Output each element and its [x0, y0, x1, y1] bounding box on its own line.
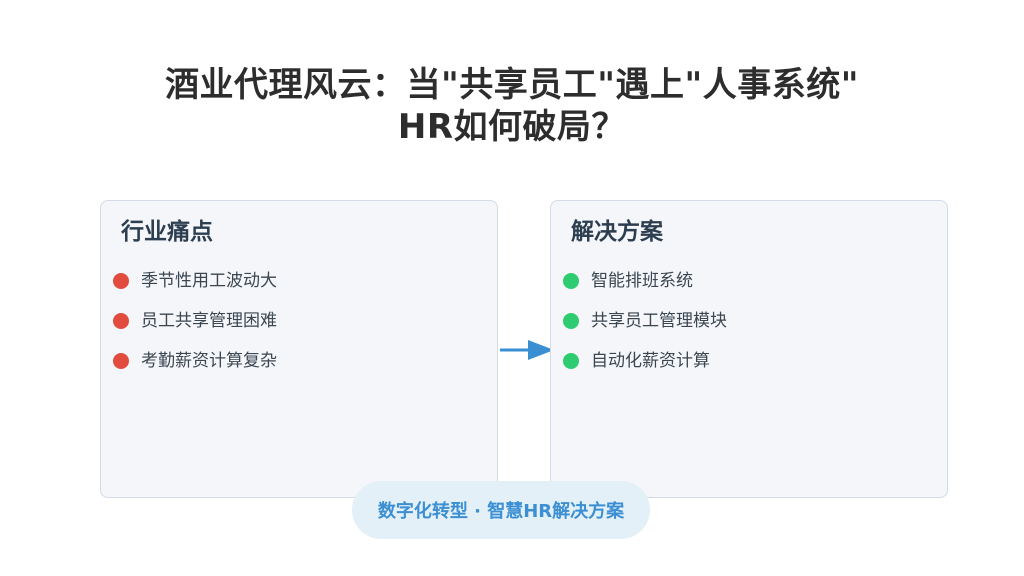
pain-points-heading: 行业痛点 [121, 219, 213, 245]
solutions-card: 解决方案 智能排班系统 共享员工管理模块 自动化薪资计算 [550, 200, 948, 498]
pain-point-item: 季节性用工波动大 [113, 269, 277, 293]
red-dot-icon [113, 353, 129, 369]
pain-points-card: 行业痛点 季节性用工波动大 员工共享管理困难 考勤薪资计算复杂 [100, 200, 498, 498]
red-dot-icon [113, 313, 129, 329]
pain-point-label: 考勤薪资计算复杂 [141, 351, 277, 371]
pain-point-item: 考勤薪资计算复杂 [113, 349, 277, 373]
solution-label: 自动化薪资计算 [591, 351, 710, 371]
green-dot-icon [563, 273, 579, 289]
solution-item: 智能排班系统 [563, 269, 693, 293]
red-dot-icon [113, 273, 129, 289]
solutions-heading: 解决方案 [571, 219, 663, 245]
title-line-2: HR如何破局？ [397, 107, 627, 147]
pain-point-item: 员工共享管理困难 [113, 309, 277, 333]
page-title: 酒业代理风云：当"共享员工"遇上"人事系统" HR如何破局？ [0, 64, 1024, 148]
right-arrow-icon [500, 340, 554, 360]
solution-item: 自动化薪资计算 [563, 349, 710, 373]
pain-point-label: 员工共享管理困难 [141, 311, 277, 331]
title-line-1: 酒业代理风云：当"共享员工"遇上"人事系统" [165, 65, 859, 105]
solution-label: 智能排班系统 [591, 271, 693, 291]
solution-label: 共享员工管理模块 [591, 311, 727, 331]
pain-point-label: 季节性用工波动大 [141, 271, 277, 291]
solution-item: 共享员工管理模块 [563, 309, 727, 333]
green-dot-icon [563, 353, 579, 369]
green-dot-icon [563, 313, 579, 329]
footer-badge: 数字化转型 · 智慧HR解决方案 [352, 481, 650, 539]
arrow-head [528, 340, 554, 360]
